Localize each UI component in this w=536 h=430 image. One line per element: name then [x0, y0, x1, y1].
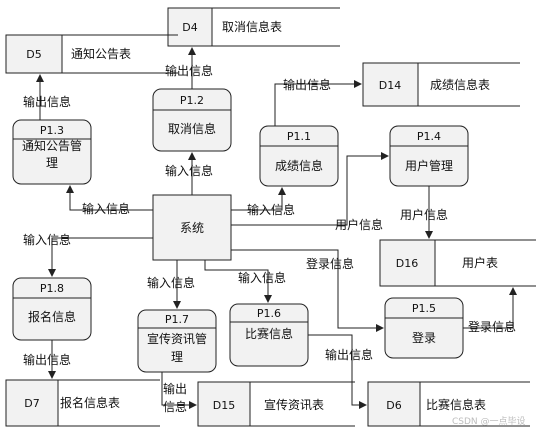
store-d6: D6 比赛信息表	[367, 381, 530, 427]
flow-system-to-p1-4	[231, 152, 389, 226]
process-p1-4: P1.4 用户管理	[389, 125, 469, 187]
process-p1-7-name-line1: 宣传资讯管	[147, 331, 207, 346]
flow-system-to-p1-5	[231, 249, 384, 332]
store-d15: D15 宣传资讯表	[197, 381, 355, 427]
process-p1-1: P1.1 成绩信息	[259, 125, 339, 187]
process-p1-1-id: P1.1	[287, 130, 311, 143]
process-p1-6-name: 比赛信息	[245, 326, 293, 341]
store-d14: D14 成绩信息表	[362, 62, 520, 107]
label-out-d15-line2: 信息	[163, 399, 187, 414]
process-p1-5-name: 登录	[412, 330, 436, 345]
process-p1-3-name-line1: 通知公告管	[22, 138, 82, 153]
store-d4-name: 取消信息表	[222, 19, 282, 34]
process-p1-8-id: P1.8	[40, 282, 64, 295]
store-d15-name: 宣传资讯表	[264, 397, 324, 412]
store-d5-id: D5	[26, 48, 41, 61]
store-d5-name: 通知公告表	[71, 47, 131, 61]
process-p1-5-id: P1.5	[412, 302, 436, 315]
process-p1-2-id: P1.2	[180, 94, 204, 107]
label-in-p1-8: 输入信息	[23, 232, 71, 247]
flow-p1-5-to-d16	[463, 287, 517, 329]
label-in-p1-2: 输入信息	[165, 163, 213, 178]
label-out-d4: 输出信息	[165, 63, 213, 78]
process-p1-4-id: P1.4	[417, 130, 441, 143]
label-login-info-1: 登录信息	[306, 256, 354, 271]
label-user-info-1: 用户信息	[335, 217, 383, 232]
system-name: 系统	[180, 221, 204, 235]
process-p1-3: P1.3 通知公告管 理	[12, 119, 92, 185]
system-entity: 系统	[152, 194, 232, 261]
store-d7-id: D7	[24, 397, 39, 410]
flow-p1-6-to-d6	[308, 334, 367, 409]
process-p1-1-name: 成绩信息	[275, 158, 323, 173]
process-p1-4-name: 用户管理	[405, 158, 453, 173]
label-out-d14: 输出信息	[283, 77, 331, 92]
process-p1-7: P1.7 宣传资讯管 理	[137, 309, 217, 373]
label-in-p1-3: 输入信息	[82, 201, 130, 216]
process-p1-3-id: P1.3	[40, 124, 64, 137]
store-d14-id: D14	[379, 79, 401, 92]
flow-system-to-p1-1	[231, 187, 286, 211]
label-out-d5: 输出信息	[23, 94, 71, 109]
watermark-text: CSDN @一点毕设	[452, 415, 526, 427]
flow-system-to-p1-6	[204, 260, 272, 303]
flow-system-to-p1-3	[66, 185, 153, 211]
process-p1-5: P1.5 登录	[384, 297, 464, 359]
flow-p1-7-to-d15	[161, 372, 197, 409]
label-in-p1-7: 输入信息	[147, 275, 195, 290]
store-d7-name: 报名信息表	[60, 395, 120, 410]
process-p1-2-name: 取消信息	[168, 121, 216, 136]
process-p1-8-name: 报名信息	[28, 309, 76, 324]
store-d5: D5 通知公告表	[5, 34, 178, 74]
store-d14-name: 成绩信息表	[430, 77, 490, 92]
store-d6-id: D6	[386, 399, 401, 412]
store-d16: D16 用户表	[379, 239, 536, 287]
store-d16-id: D16	[396, 257, 418, 270]
label-out-d6: 输出信息	[325, 347, 373, 362]
flow-system-to-p1-8	[48, 237, 153, 277]
flow-lines	[36, 47, 517, 409]
flow-p1-1-to-d14	[274, 80, 362, 126]
store-d6-name: 比赛信息表	[426, 397, 486, 412]
label-in-p1-6: 输入信息	[238, 270, 286, 285]
store-d4: D4 取消信息表	[167, 7, 340, 47]
store-d15-id: D15	[213, 399, 235, 412]
process-p1-7-name-line2: 理	[171, 350, 183, 364]
process-p1-8: P1.8 报名信息	[12, 277, 92, 341]
flow-labels: 输出信息 输出信息 输出信息 输入信息 输入信息 输入信息 用户信息 用户信息 …	[23, 63, 516, 414]
label-login-info-2: 登录信息	[468, 319, 516, 334]
process-p1-3-name-line2: 理	[46, 156, 58, 170]
process-p1-6: P1.6 比赛信息	[229, 303, 309, 367]
process-p1-2: P1.2 取消信息	[152, 88, 232, 152]
store-d7: D7 报名信息表	[5, 379, 160, 427]
label-user-info-2: 用户信息	[400, 207, 448, 222]
store-d4-id: D4	[182, 21, 197, 34]
label-out-d15-line1: 输出	[163, 381, 187, 396]
store-d16-name: 用户表	[462, 255, 498, 270]
label-in-p1-1: 输入信息	[247, 202, 295, 217]
label-out-d7: 输出信息	[23, 352, 71, 367]
process-p1-7-id: P1.7	[165, 313, 189, 326]
process-p1-6-id: P1.6	[257, 307, 281, 320]
